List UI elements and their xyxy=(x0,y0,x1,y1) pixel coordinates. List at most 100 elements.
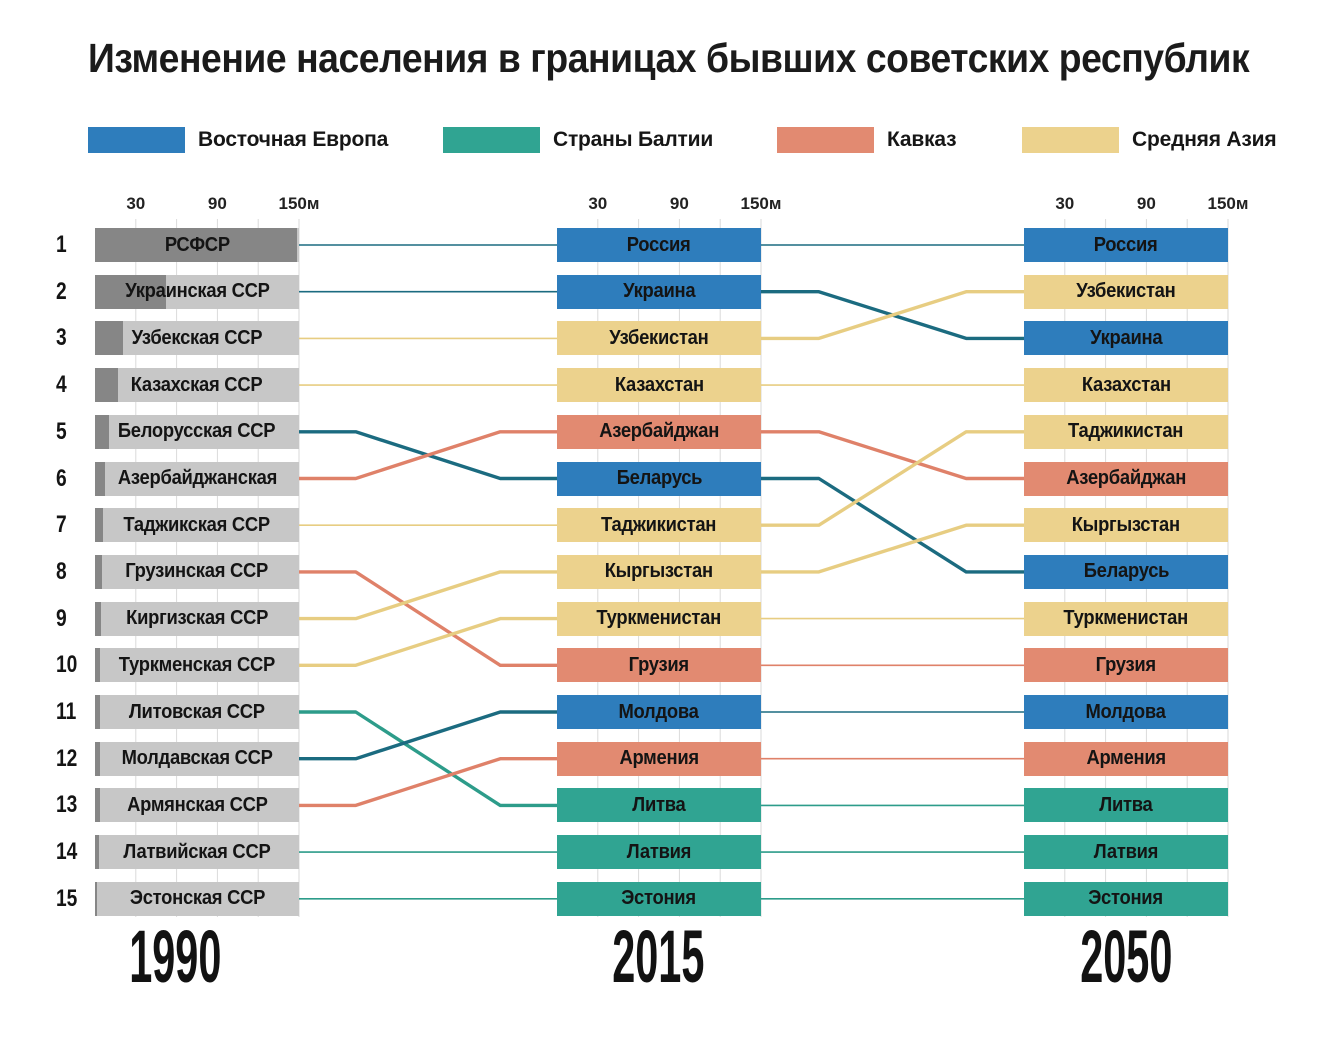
bar-label: Молдова xyxy=(618,700,700,723)
bar-label: Туркменистан xyxy=(596,607,722,630)
bar-2015-turkmenistan: Туркменистан xyxy=(557,601,761,636)
rank-number: 15 xyxy=(56,884,78,912)
population-fill xyxy=(95,554,103,589)
bar-label: Таджикистан xyxy=(1068,420,1184,443)
bar-label: Литва xyxy=(1099,793,1153,816)
bar-1990-belarus: Белорусская ССР xyxy=(95,414,299,449)
connector-moldova xyxy=(299,710,557,761)
bar-label: Украинская ССР xyxy=(124,280,270,303)
bar-2050-lithuania: Литва xyxy=(1024,788,1228,823)
bar-1990-lithuania: Литовская ССР xyxy=(95,695,299,729)
legend-item-baltic-states: Страны Балтии xyxy=(443,127,713,153)
year-label-2050: 2050 xyxy=(966,920,1286,994)
bar-label: Молдова xyxy=(1085,700,1167,723)
bar-label: Казахская ССР xyxy=(131,373,263,396)
bar-2050-turkmenistan: Туркменистан xyxy=(1024,601,1228,636)
connector-georgia xyxy=(299,570,557,667)
population-fill xyxy=(95,508,103,543)
bar-2015-armenia: Армения xyxy=(557,741,761,776)
rank-number: 1 xyxy=(56,231,67,258)
bar-1990-estonia: Эстонская ССР xyxy=(95,881,299,916)
chart-title: Изменение населения в границах бывших со… xyxy=(88,35,1333,81)
bar-label: Туркменская ССР xyxy=(118,653,276,676)
bar-label: Грузия xyxy=(628,653,690,676)
legend-item-central-asia: Средняя Азия xyxy=(1022,127,1277,153)
bar-label: Узбекистан xyxy=(609,326,709,349)
rank-number: 14 xyxy=(56,838,78,866)
population-fill xyxy=(95,228,297,262)
axis-tick-label: 150м xyxy=(278,194,320,213)
bar-1990-turkmenistan: Туркменская ССР xyxy=(95,648,299,683)
bar-2015-kyrgyzstan: Кыргызстан xyxy=(557,554,761,589)
bar-2015-russia: Россия xyxy=(557,228,761,262)
bar-2050-azerbaijan: Азербайджан xyxy=(1024,461,1228,496)
legend-label-caucasus: Кавказ xyxy=(887,128,957,151)
connector-uzbekistan xyxy=(761,290,1024,341)
axis-tick-label: 30 xyxy=(126,194,146,213)
legend-swatch-central-asia xyxy=(1022,127,1119,153)
rank-number: 4 xyxy=(56,371,67,399)
bar-label: Грузинская ССР xyxy=(125,560,269,583)
bar-label: Таджикистан xyxy=(601,513,717,536)
bar-2015-georgia: Грузия xyxy=(557,648,761,683)
population-fill xyxy=(95,648,100,683)
bar-2050-latvia: Латвия xyxy=(1024,835,1228,870)
connector-kyrgyzstan xyxy=(761,523,1024,574)
population-fill xyxy=(95,461,105,496)
bar-2050-kyrgyzstan: Кыргызстан xyxy=(1024,508,1228,543)
bar-label: Литовская ССР xyxy=(129,700,265,723)
population-fill xyxy=(95,835,99,870)
bar-1990-kyrgyzstan: Киргизская ССР xyxy=(95,601,299,636)
rank-number: 5 xyxy=(56,417,67,445)
bar-label: Казахстан xyxy=(1081,373,1171,396)
bar-label: Белорусская ССР xyxy=(118,420,276,443)
bar-label: Литва xyxy=(632,793,686,816)
legend-label-central-asia: Средняя Азия xyxy=(1132,128,1277,151)
legend-item-eastern-europe: Восточная Европа xyxy=(88,127,388,153)
bar-2050-armenia: Армения xyxy=(1024,741,1228,776)
bar-label: Туркменистан xyxy=(1063,607,1189,630)
legend-swatch-caucasus xyxy=(777,127,874,153)
bar-label: Кыргызстан xyxy=(1071,513,1181,536)
bar-label: Эстония xyxy=(621,887,697,910)
axis-tick-label: 150м xyxy=(740,194,782,213)
bar-label: Латвия xyxy=(1093,840,1159,863)
rank-number: 7 xyxy=(56,511,67,539)
population-fill xyxy=(95,741,100,776)
bar-1990-armenia: Армянская ССР xyxy=(95,788,299,823)
bar-1990-uzbekistan: Узбекская ССР xyxy=(95,321,299,356)
population-fill xyxy=(95,414,109,449)
bar-2050-russia: Россия xyxy=(1024,228,1228,262)
connector-tajikistan xyxy=(761,430,1024,527)
bar-label: Эстония xyxy=(1088,887,1164,910)
bar-2015-lithuania: Литва xyxy=(557,788,761,823)
bar-2015-latvia: Латвия xyxy=(557,835,761,870)
bar-label: Армянская ССР xyxy=(126,793,268,816)
bar-label: Беларусь xyxy=(1083,560,1169,583)
population-fill xyxy=(95,274,166,309)
bar-2015-uzbekistan: Узбекистан xyxy=(557,321,761,356)
rank-number: 12 xyxy=(56,744,78,772)
bar-label: Латвия xyxy=(626,840,692,863)
population-fill xyxy=(95,881,98,916)
legend-item-caucasus: Кавказ xyxy=(777,127,957,153)
connector-azerbaijan xyxy=(299,430,557,481)
connector-azerbaijan xyxy=(761,430,1024,481)
axis-tick-label: 30 xyxy=(1055,194,1075,213)
rank-number: 8 xyxy=(56,557,67,585)
rank-number: 10 xyxy=(56,651,78,679)
connector-kyrgyzstan xyxy=(299,570,557,621)
bar-label: Армения xyxy=(1086,747,1166,770)
population-fill xyxy=(95,695,100,729)
bar-2050-estonia: Эстония xyxy=(1024,881,1228,916)
bar-1990-kazakhstan: Казахская ССР xyxy=(95,368,299,403)
axis-tick-label: 150м xyxy=(1207,194,1249,213)
rank-number: 6 xyxy=(56,464,67,492)
bar-2015-estonia: Эстония xyxy=(557,881,761,916)
bar-label: Таджикская ССР xyxy=(123,513,271,536)
connector-lithuania xyxy=(299,710,557,808)
rank-number: 11 xyxy=(56,698,77,725)
bar-label: Россия xyxy=(1094,233,1158,256)
